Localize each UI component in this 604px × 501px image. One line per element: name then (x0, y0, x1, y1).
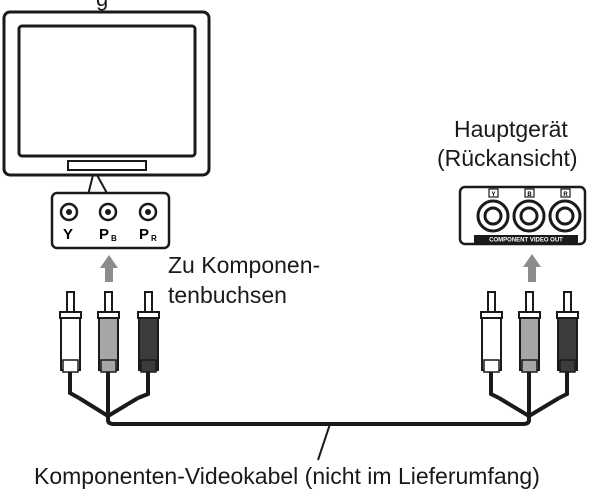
tv-title-fragment: g (96, 0, 108, 10)
main-panel-label: COMPONENT VIDEO OUT (489, 238, 563, 244)
tv-jack-sub-pr: R (151, 234, 157, 243)
tv-jack-y (59, 202, 79, 222)
cable-caption: Komponenten-Videokabel (nicht im Lieferu… (34, 463, 540, 489)
main-jack-tag-y: Y (491, 192, 495, 198)
tv-screen (17, 24, 197, 158)
arrow-up-main (523, 254, 541, 282)
cable-caption-leader (317, 423, 331, 461)
tv-jack-sub-pb: B (111, 234, 117, 243)
tv-set (2, 10, 211, 196)
plug-white-right (480, 291, 503, 373)
plug-dark-left (137, 291, 160, 373)
plug-gray-left (97, 291, 120, 373)
tv-jack-label-pr: P (139, 226, 149, 243)
main-jack-tag-b: B (527, 192, 532, 198)
cable-wires (68, 370, 569, 426)
main-unit-label-line1: Hauptgerät (454, 116, 568, 142)
plug-white-left (59, 291, 82, 373)
main-jack-pr (548, 199, 582, 233)
tv-jack-pr (138, 202, 158, 222)
main-jack-pb (512, 199, 546, 233)
tv-jack-pb (98, 202, 118, 222)
plug-gray-right (518, 291, 541, 373)
tv-base-slot (67, 160, 147, 171)
tv-jack-label-pb: P (99, 226, 109, 243)
tv-jack-panel: Y P B P R (50, 191, 171, 250)
main-unit-label-line2: (Rückansicht) (437, 145, 578, 171)
main-jack-y (476, 199, 510, 233)
main-jack-tag-r: R (563, 192, 568, 198)
main-unit-jack-panel: Y B R COMPONENT VIDEO OUT (458, 185, 587, 246)
plug-dark-right (556, 291, 579, 373)
connector-label-line2: tenbuchsen (168, 282, 287, 308)
arrow-up-tv (100, 255, 118, 282)
connector-label-line1: Zu Komponen- (168, 252, 321, 278)
tv-jack-label-y: Y (63, 226, 73, 243)
